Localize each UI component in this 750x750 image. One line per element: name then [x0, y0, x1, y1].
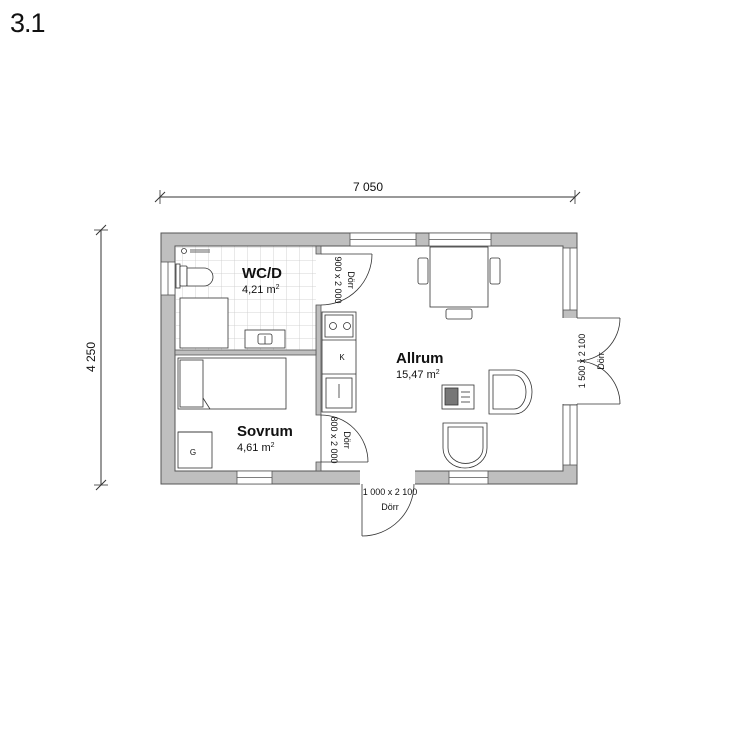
windows — [160, 232, 578, 485]
side-door-label: Dörr — [596, 352, 606, 370]
width-dimension-label: 7 050 — [353, 180, 383, 194]
entry-door-size: 1 000 x 2 100 — [363, 487, 418, 497]
kitchen-mark: K — [339, 353, 345, 362]
allrum-room-name: Allrum — [396, 350, 444, 367]
entry-door-opening — [360, 470, 415, 485]
entry-door — [361, 483, 415, 537]
wc-fixtures — [175, 248, 286, 349]
width-dimension-line — [154, 190, 581, 204]
wc-door-label: Dörr — [346, 271, 356, 289]
side-door-opening — [562, 318, 578, 404]
wardrobe-mark: G — [190, 448, 196, 457]
kitchen-counter — [321, 311, 357, 413]
page-number: 3.1 — [10, 8, 46, 38]
bed — [177, 357, 287, 410]
height-dimension-label: 4 250 — [84, 342, 98, 372]
sovrum-room-area: 4,61 m2 — [237, 442, 275, 454]
coffee-table — [441, 384, 475, 410]
dining-set — [417, 246, 501, 320]
sovrum-room-name: Sovrum — [237, 423, 293, 440]
entry-door-label: Dörr — [381, 502, 399, 512]
wc-door-size: 900 x 2 000 — [333, 256, 343, 303]
wc-room-name: WC/D — [242, 265, 282, 282]
interior-walls — [174, 245, 322, 472]
allrum-room-area: 15,47 m2 — [396, 369, 440, 381]
sovrum-door-size: 800 x 2 000 — [329, 416, 339, 463]
wc-door — [320, 253, 373, 306]
side-door-size: 1 500 x 2 100 — [577, 334, 587, 389]
sovrum-door-label: Dörr — [342, 431, 352, 449]
sovrum-door — [320, 414, 369, 463]
armchairs — [442, 369, 533, 469]
side-door — [576, 317, 621, 405]
height-dimension-line — [94, 224, 108, 491]
wc-room-area: 4,21 m2 — [242, 284, 280, 296]
wardrobe — [177, 431, 213, 469]
